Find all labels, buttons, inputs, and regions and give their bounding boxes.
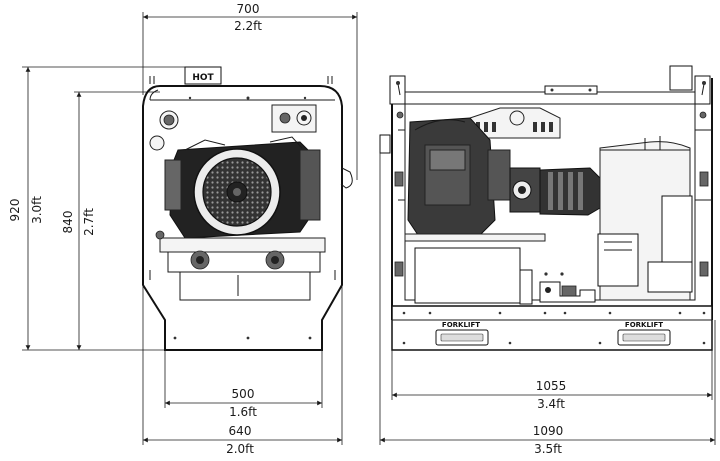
side-view: FORKLIFT FORKLIFT 1055 3.4ft 1090 3.5 bbox=[379, 65, 716, 456]
dimension-top-width: 700 2.2ft bbox=[142, 2, 358, 180]
dimension-outer-length: 1090 3.5ft bbox=[379, 150, 716, 456]
fuel-tank bbox=[414, 247, 521, 304]
dim-top-width-mm: 700 bbox=[237, 2, 260, 16]
front-view: 700 2.2ft 920 3.0ft 840 2.7ft HOT bbox=[8, 2, 358, 456]
dimension-inner-length: 1055 3.4ft bbox=[391, 350, 713, 411]
dimension-outer-height: 920 3.0ft bbox=[8, 66, 185, 351]
dimension-inner-height: 840 2.7ft bbox=[61, 91, 160, 350]
dim-outer-height-ft: 3.0ft bbox=[30, 196, 44, 224]
side-latch-icon bbox=[394, 171, 709, 277]
valve-assembly bbox=[539, 281, 596, 303]
control-panel bbox=[271, 104, 317, 133]
skid-base: FORKLIFT FORKLIFT bbox=[391, 305, 713, 351]
fuel-cap-icon bbox=[159, 110, 179, 130]
hot-warning-plate: HOT bbox=[184, 66, 222, 85]
forklift-label-right: FORKLIFT bbox=[625, 321, 663, 329]
side-engine-block bbox=[407, 117, 511, 239]
dim-outer-height-mm: 920 bbox=[8, 199, 22, 222]
dim-inner-length-ft: 3.4ft bbox=[537, 397, 565, 411]
exhaust-muffler bbox=[469, 107, 561, 139]
dim-inner-height-mm: 840 bbox=[61, 211, 75, 234]
dim-inner-length-mm: 1055 bbox=[536, 379, 567, 393]
dimension-bottom-width: 640 2.0ft bbox=[142, 285, 343, 456]
forklift-pocket-right: FORKLIFT bbox=[617, 321, 671, 346]
dimension-base-width: 500 1.6ft bbox=[164, 350, 323, 419]
dim-outer-length-mm: 1090 bbox=[533, 424, 564, 438]
forklift-label-left: FORKLIFT bbox=[442, 321, 480, 329]
control-box bbox=[597, 233, 639, 287]
dim-base-width-mm: 500 bbox=[232, 387, 255, 401]
dim-bottom-width-ft: 2.0ft bbox=[226, 442, 254, 456]
dim-outer-length-ft: 3.5ft bbox=[534, 442, 562, 456]
pressure-pump bbox=[509, 167, 601, 216]
dim-base-width-ft: 1.6ft bbox=[229, 405, 257, 419]
dim-inner-height-ft: 2.7ft bbox=[82, 208, 96, 236]
hot-label: HOT bbox=[192, 73, 214, 83]
front-wheel-icon bbox=[190, 250, 285, 270]
front-base-plate bbox=[159, 237, 326, 253]
dim-top-width-ft: 2.2ft bbox=[234, 19, 262, 33]
cooling-fan-icon bbox=[193, 148, 281, 236]
dim-bottom-width-mm: 640 bbox=[229, 424, 252, 438]
forklift-pocket-left: FORKLIFT bbox=[435, 321, 489, 346]
engine-assembly bbox=[164, 136, 321, 239]
